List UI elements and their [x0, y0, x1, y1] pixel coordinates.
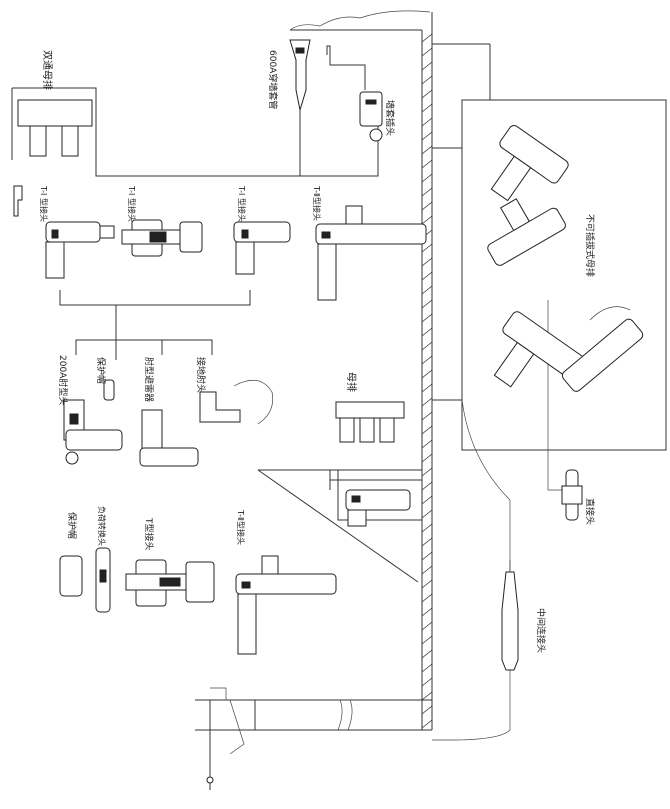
wall-hatch-line	[421, 173, 433, 183]
wall-hatch-line	[421, 495, 433, 505]
wall-hatch-line	[421, 117, 433, 127]
wall-hatch-line	[421, 439, 433, 449]
wall-hatch-line	[421, 327, 433, 337]
wall-hatch-line	[421, 33, 433, 43]
label-t1-connector-b: T-I 型接头	[127, 185, 137, 222]
label-protective-cap-2: 保护帽	[66, 512, 78, 539]
wall-hatch-line	[421, 369, 433, 379]
t-connector-bottom	[125, 559, 215, 607]
fixed-busbar-assembly	[487, 125, 644, 392]
wall-hatch-line	[421, 565, 433, 575]
wall-hatch-line	[421, 607, 433, 617]
wall-hatch-line	[421, 509, 433, 519]
wall-hatch-line	[421, 159, 433, 169]
wall-hatch-line	[421, 635, 433, 645]
wall-hatch-line	[421, 47, 433, 57]
t2-connector-bottom	[235, 555, 337, 655]
wall-structure	[195, 10, 667, 731]
wall-hatch-line	[421, 453, 433, 463]
label-fixed-busbar: 不可插拔式母排	[584, 214, 596, 277]
wall-hatch-line	[421, 187, 433, 197]
wall-hatch-line	[421, 243, 433, 253]
wall-hatch-line	[421, 285, 433, 295]
label-load-break-connector: 负荷转换头	[97, 506, 107, 546]
t2-connector-top	[315, 205, 427, 301]
wall-hatch-line	[421, 89, 433, 99]
intermediate-joint	[501, 560, 519, 671]
wall-hatch-line	[421, 411, 433, 421]
wall-hatch-line	[421, 467, 433, 477]
wall-hatch-line	[421, 691, 433, 701]
grounding-detail	[206, 687, 245, 784]
label-t-connector: T型接头	[143, 517, 155, 551]
wall-hatch-line	[421, 523, 433, 533]
wall-hatch-line	[421, 579, 433, 589]
double-busbar	[13, 99, 93, 217]
wall-hatch-line	[421, 201, 433, 211]
wall-hatch-line	[421, 383, 433, 393]
wall-hatch-line	[421, 481, 433, 491]
wall-hatch-line	[421, 705, 433, 715]
wall-hatch-line	[421, 663, 433, 673]
wall-hatch-line	[421, 257, 433, 267]
wall-hatch-line	[421, 103, 433, 113]
elbow-200a-group	[63, 379, 274, 467]
label-elbow-arrester: 肘型避雷器	[143, 357, 155, 402]
label-t2-connector-bottom: T-Ⅱ型接头	[236, 509, 246, 545]
protective-cap-2	[59, 555, 83, 597]
wall-hatch-line	[421, 341, 433, 351]
t1-connector-a	[45, 221, 115, 279]
label-wall-bushing-plug: 墙套插头	[384, 100, 396, 136]
wall-hatch-line	[421, 61, 433, 71]
load-break-connector	[95, 547, 111, 613]
t1-connector-b	[121, 219, 203, 257]
wall-hatch-line	[421, 397, 433, 407]
wall-hatch-line	[421, 649, 433, 659]
label-busbar-mid: 母排	[345, 372, 358, 392]
wall-hatch-line	[421, 313, 433, 323]
wall-bushing-plug	[359, 91, 383, 142]
wall-hatch-line	[421, 677, 433, 687]
wall-hatch-line	[421, 271, 433, 281]
label-t1-connector-a: T-I 型接头	[39, 185, 49, 222]
label-bushing-600a: 600A穿墙套管	[267, 50, 279, 109]
platform-connector	[345, 489, 411, 527]
wall-hatch-line	[421, 593, 433, 603]
straight-connector	[561, 469, 583, 521]
wall-hatch-line	[421, 621, 433, 631]
t1-connector-c	[233, 221, 291, 275]
label-straight-connector: 直接头	[584, 498, 596, 525]
bushing-600a	[289, 39, 311, 111]
busbar-mid	[335, 401, 405, 443]
label-intermediate-joint: 中间连接头	[535, 608, 547, 653]
wall-hatch-line	[421, 551, 433, 561]
wall-hatch-line	[421, 131, 433, 141]
label-t2-connector-top: T-Ⅱ型接头	[312, 185, 322, 221]
wall-hatch-line	[421, 537, 433, 547]
label-protective-cap-1: 保护帽	[95, 357, 107, 384]
label-t1-connector-c: T-I 型接头	[237, 185, 247, 222]
wall-hatch-line	[421, 145, 433, 155]
wall-hatch-line	[421, 299, 433, 309]
wall-hatch-line	[421, 719, 433, 729]
label-layer: 双通母排 600A穿墙套管 墙套插头 T-I 型接头 T-I 型接头 T-I 型…	[39, 50, 596, 653]
wall-hatch-line	[421, 355, 433, 365]
wall-hatch-line	[421, 215, 433, 225]
label-double-busbar: 双通母排	[41, 50, 54, 90]
wall-hatch-line	[421, 425, 433, 435]
label-elbow-200a: 200A肘型头	[57, 355, 68, 405]
wall-hatch-line	[421, 75, 433, 85]
label-grounding-elbow: 接地肘头	[195, 357, 207, 393]
